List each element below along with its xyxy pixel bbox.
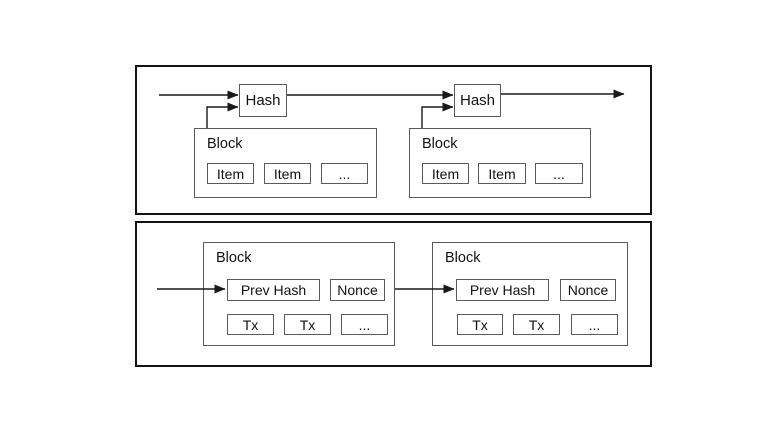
- prev-hash-box: Prev Hash: [227, 279, 320, 301]
- block-label: Block: [216, 250, 252, 266]
- ellipsis-box: ...: [321, 163, 368, 184]
- item-box: Item: [264, 163, 311, 184]
- item-box: Item: [478, 163, 526, 184]
- nonce-box: Nonce: [330, 279, 385, 301]
- hash-box: Hash: [239, 84, 287, 117]
- ellipsis-box: ...: [535, 163, 583, 184]
- ellipsis-box: ...: [571, 314, 618, 335]
- hash-label: Hash: [245, 92, 281, 109]
- item-box: Item: [207, 163, 254, 184]
- block-container: Block Item Item ...: [194, 128, 377, 198]
- ellipsis-box: ...: [341, 314, 388, 335]
- nonce-box: Nonce: [560, 279, 616, 301]
- block-container: Block Item Item ...: [409, 128, 591, 198]
- block-label: Block: [445, 250, 481, 266]
- block-label: Block: [207, 136, 243, 152]
- block-label: Block: [422, 136, 458, 152]
- block-container: Block Prev Hash Nonce Tx Tx ...: [203, 242, 395, 346]
- hash-box: Hash: [454, 84, 501, 117]
- tx-box: Tx: [284, 314, 331, 335]
- item-box: Item: [422, 163, 469, 184]
- tx-box: Tx: [457, 314, 503, 335]
- prev-hash-box: Prev Hash: [456, 279, 549, 301]
- tx-box: Tx: [513, 314, 560, 335]
- hash-label: Hash: [459, 92, 496, 109]
- block-container: Block Prev Hash Nonce Tx Tx ...: [432, 242, 628, 346]
- tx-box: Tx: [227, 314, 274, 335]
